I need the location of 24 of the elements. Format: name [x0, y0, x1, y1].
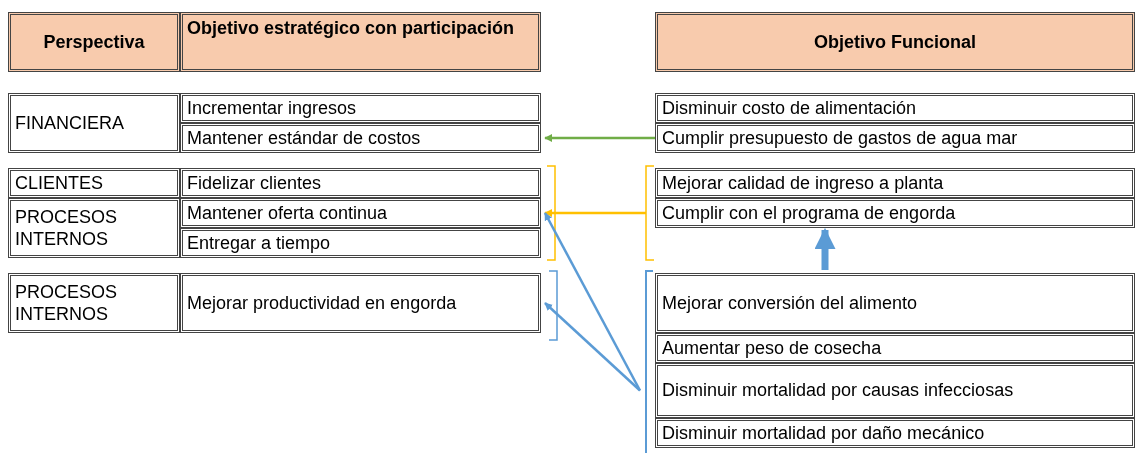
arrow	[544, 302, 641, 392]
table-cell: Disminuir mortalidad por daño mecánico	[655, 418, 1135, 448]
table-cell: Fidelizar clientes	[180, 168, 541, 198]
table-cell: Mejorar productividad en engorda	[180, 273, 541, 333]
table-cell: Mejorar conversión del alimento	[655, 273, 1135, 333]
table-cell: CLIENTES	[8, 168, 180, 198]
table-cell: Mantener oferta continua	[180, 198, 541, 228]
table-cell: Incrementar ingresos	[180, 93, 541, 123]
column-header: Perspectiva	[8, 12, 180, 72]
table-cell: FINANCIERA	[8, 93, 180, 153]
table-cell: Entregar a tiempo	[180, 228, 541, 258]
table-cell: Mantener estándar de costos	[180, 123, 541, 153]
table-cell: Cumplir presupuesto de gastos de agua mar	[655, 123, 1135, 153]
arrow	[544, 209, 646, 217]
arrow	[544, 134, 655, 142]
table-cell: Mejorar calidad de ingreso a planta	[655, 168, 1135, 198]
table-cell: PROCESOS INTERNOS	[8, 273, 180, 333]
table-cell: Aumentar peso de cosecha	[655, 333, 1135, 363]
column-header: Objetivo Funcional	[655, 12, 1135, 72]
table-cell: PROCESOS INTERNOS	[8, 198, 180, 258]
table-cell: Disminuir costo de alimentación	[655, 93, 1135, 123]
table-cell: Cumplir con el programa de engorda	[655, 198, 1135, 228]
column-header: Objetivo estratégico con participación	[180, 12, 541, 72]
table-cell: Disminuir mortalidad por causas infecciosas	[655, 363, 1135, 418]
